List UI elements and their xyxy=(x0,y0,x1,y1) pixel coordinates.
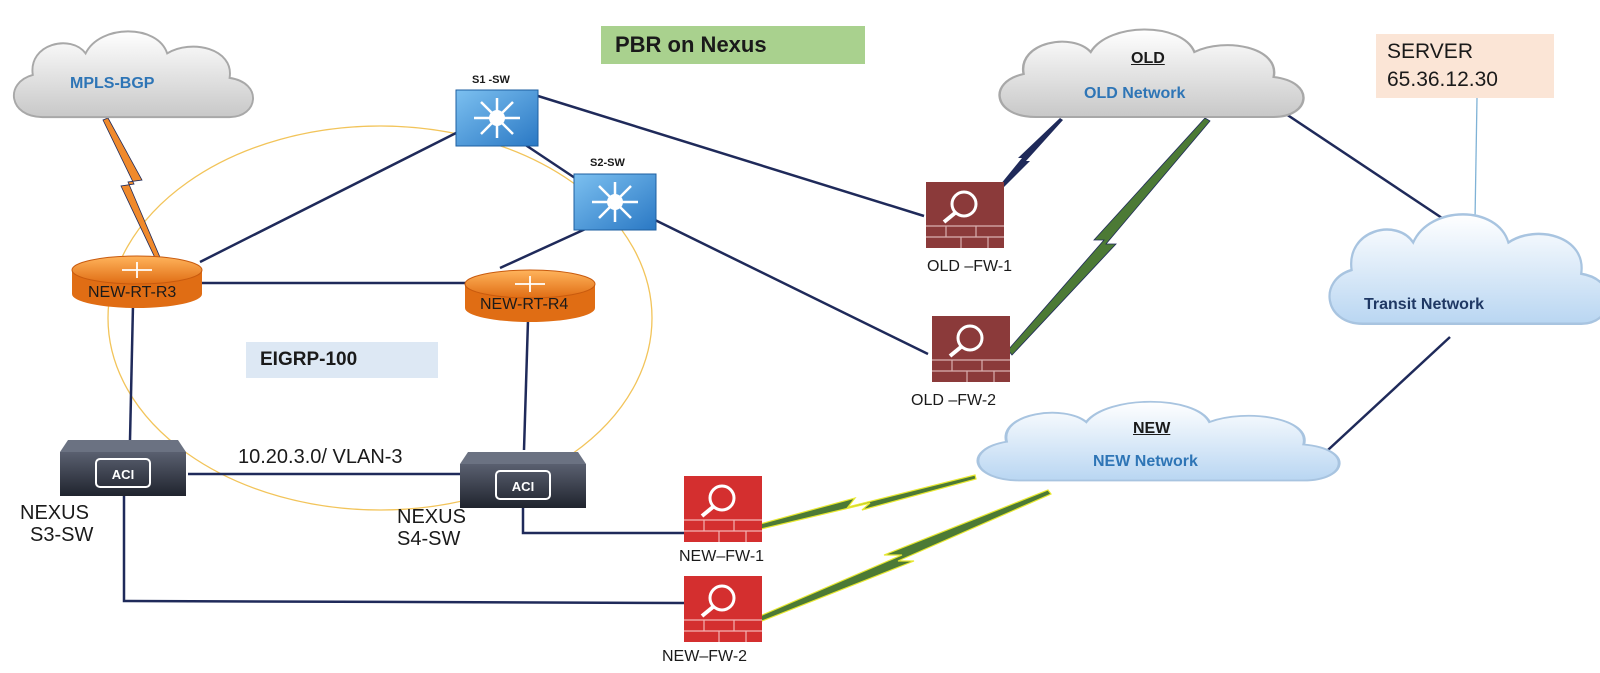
firewall-old-2-label: OLD –FW-2 xyxy=(911,392,997,409)
link-s1-oldfw1 xyxy=(537,94,925,218)
firewall-new-1-label: NEW–FW-1 xyxy=(679,548,765,565)
firewall-new-2[interactable] xyxy=(684,576,762,642)
cloud-new-heading: NEW xyxy=(1133,420,1171,437)
lightning-newfw2-new xyxy=(759,489,1052,622)
firewall-old-1-label: OLD –FW-1 xyxy=(927,258,1013,275)
magnifier-icon xyxy=(708,584,736,612)
link-old-transit xyxy=(1279,108,1449,224)
link-transit-new xyxy=(1314,336,1451,463)
cloud-new-label: NEW Network xyxy=(1093,453,1198,470)
magnifier-icon xyxy=(950,190,978,218)
cloud-transit-label: Transit Network xyxy=(1364,296,1485,313)
lightning-newfw1-new xyxy=(759,474,977,530)
magnifier-icon xyxy=(956,324,984,352)
server-label-box: SERVER 65.36.12.30 xyxy=(1376,34,1554,98)
cloud-old xyxy=(998,28,1305,119)
eigrp-domain-ring xyxy=(107,125,653,511)
router-r3-label: NEW-RT-R3 xyxy=(88,284,177,301)
switch-arrows-icon xyxy=(592,182,638,222)
link-server-transit xyxy=(1474,97,1478,221)
link-s2-r4 xyxy=(499,224,593,270)
link-s1-r3 xyxy=(199,130,459,264)
switch-s2-label: S2-SW xyxy=(590,157,625,169)
firewall-old-2[interactable] xyxy=(932,316,1010,382)
lightning-fw2-old xyxy=(1007,117,1211,356)
server-label: SERVER xyxy=(1387,40,1473,63)
link-r4-s4 xyxy=(522,319,530,451)
firewall-old-1[interactable] xyxy=(926,182,1004,248)
aci-logo-icon: ACI xyxy=(112,467,134,482)
aci-logo-icon: ACI xyxy=(512,479,534,494)
firewall-new-2-label: NEW–FW-2 xyxy=(662,648,748,665)
router-r4-label: NEW-RT-R4 xyxy=(480,296,569,313)
switch-s1[interactable] xyxy=(455,89,539,147)
router-arrows-icon xyxy=(515,276,545,292)
nexus-s4[interactable]: ACI xyxy=(460,452,586,508)
router-r4[interactable] xyxy=(464,269,596,322)
switch-s1-label: S1 -SW xyxy=(472,74,510,86)
nexus-s4-line2: S4-SW xyxy=(397,528,461,550)
lightning-mpls-r3 xyxy=(102,117,163,263)
eigrp-label: EIGRP-100 xyxy=(246,342,438,378)
nexus-s3-line2: S3-SW xyxy=(30,524,94,546)
firewall-new-1[interactable] xyxy=(684,476,762,542)
switch-arrows-icon xyxy=(474,98,520,138)
router-r3[interactable] xyxy=(71,255,203,308)
link-s3-newfw2 xyxy=(122,492,685,605)
vlan-label: 10.20.3.0/ VLAN-3 xyxy=(238,446,403,468)
cloud-mpls-label: MPLS-BGP xyxy=(70,75,155,92)
link-r3-s3 xyxy=(128,304,135,441)
server-ip: 65.36.12.30 xyxy=(1387,68,1498,91)
lightning-fw1-old xyxy=(1000,118,1063,188)
links xyxy=(122,94,1451,605)
cloud-old-label: OLD Network xyxy=(1084,85,1186,102)
nexus-s4-label: NEXUS S4-SW xyxy=(397,506,466,550)
nexus-s3-label: NEXUS S3-SW xyxy=(20,502,93,546)
nexus-s3[interactable]: ACI xyxy=(60,440,186,496)
magnifier-icon xyxy=(708,484,736,512)
cloud-old-heading: OLD xyxy=(1131,50,1165,67)
router-arrows-icon xyxy=(122,262,152,278)
switch-s2[interactable] xyxy=(573,173,657,231)
link-s2-oldfw2 xyxy=(654,218,929,356)
link-s4-newfw1 xyxy=(521,498,684,535)
diagram-title: PBR on Nexus xyxy=(601,26,865,64)
nexus-s3-line1: NEXUS xyxy=(20,502,89,524)
nexus-s4-line1: NEXUS xyxy=(397,506,466,528)
